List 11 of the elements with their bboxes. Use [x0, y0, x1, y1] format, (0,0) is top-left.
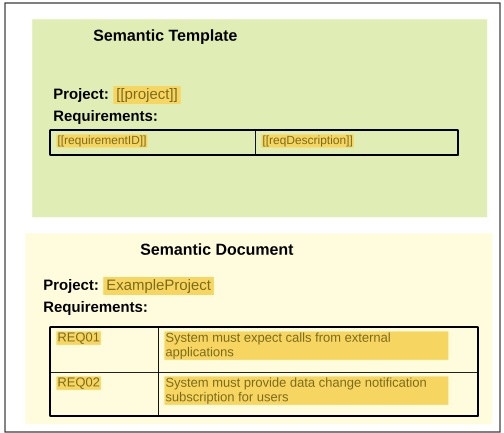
table-cell: [[requirementID]]: [50, 130, 256, 156]
table-cell: System must provide data change notification subscription for users: [158, 372, 479, 417]
table-cell: REQ01: [50, 327, 159, 373]
field-label: Project:: [54, 88, 108, 102]
field-label: Project:: [44, 279, 98, 293]
table-cell: REQ02: [50, 372, 159, 417]
field-label: Requirements:: [44, 301, 146, 315]
table-cell: System must expect calls from external applications: [158, 327, 479, 373]
placeholder-value: [[project]]: [113, 86, 181, 104]
placeholder-value: ExampleProject: [103, 277, 214, 295]
table-cell: [[reqDescription]]: [255, 130, 459, 156]
